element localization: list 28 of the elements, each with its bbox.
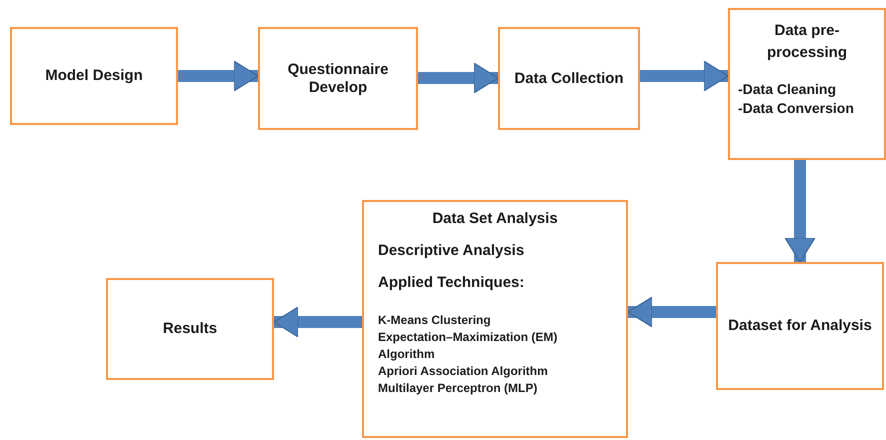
process-box (362, 200, 628, 438)
process-box (106, 278, 274, 380)
box-title: Data pre-processing (766, 21, 848, 63)
list-item: Expectation–Maximization (EM) Algorithm (378, 329, 558, 363)
list-item: K-Means Clustering (378, 312, 492, 329)
block-arrow (418, 62, 498, 94)
box-label: Model Design (45, 67, 143, 85)
process-box (498, 27, 640, 130)
list-item: Apriori Association Algorithm (378, 363, 549, 380)
block-arrow (628, 296, 716, 328)
process-box (716, 262, 884, 390)
list-item: -Data Conversion (738, 99, 855, 118)
box-label: Questionnaire Develop (286, 60, 390, 96)
box-label: Data Collection (514, 70, 624, 88)
list-item: Multilayer Perceptron (MLP) (378, 380, 538, 397)
box-label: Dataset for Analysis (728, 317, 872, 335)
process-box (258, 27, 418, 130)
box-label: Results (162, 320, 218, 338)
block-arrow (178, 60, 258, 92)
block-arrow (784, 160, 816, 262)
list-item: -Data Cleaning (738, 80, 838, 99)
process-box (10, 27, 178, 125)
block-arrow (274, 306, 362, 338)
box-title: Data Set Analysis (431, 210, 559, 228)
block-arrow (640, 60, 728, 92)
section-heading: Descriptive Analysis (378, 242, 526, 260)
process-box (728, 8, 886, 160)
section-heading: Applied Techniques: (378, 274, 526, 292)
